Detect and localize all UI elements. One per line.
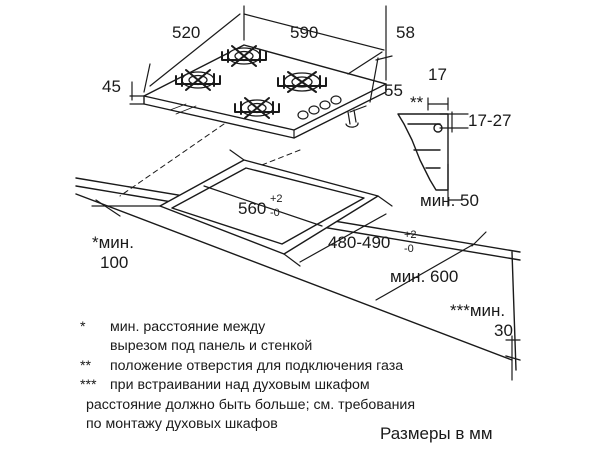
dim-480-line <box>283 195 393 267</box>
units-label: Размеры в мм <box>380 424 493 443</box>
dim-560-label: 560 <box>238 199 266 218</box>
dim-min30-label: ***мин. <box>450 301 505 320</box>
dim-min30-line <box>505 335 521 381</box>
dim-17-label: 17 <box>428 65 447 84</box>
footnote-2: ** положение отверстия для подключения г… <box>80 357 526 376</box>
control-knobs <box>297 95 342 120</box>
footnote-2-line-1: положение отверстия для подключения газа <box>110 357 404 374</box>
dim-55-line <box>349 55 393 113</box>
mounting-bracket <box>397 113 449 191</box>
burner-front <box>234 97 280 119</box>
dim-min50-line <box>447 163 463 207</box>
dim-480-490-label: 480-490 <box>328 233 390 252</box>
footnote-1-mark: * <box>80 319 86 335</box>
dim-520-line <box>143 5 245 93</box>
footnote-3-line-1: при встраивании над духовым шкафом <box>110 377 370 394</box>
dim-590-label: 590 <box>290 23 318 42</box>
dim-560-tol-plus: +2 <box>270 193 283 205</box>
dim-58-line <box>347 51 383 75</box>
dim-min600-label: мин. 600 <box>390 267 458 286</box>
dim-55-label: 55 <box>384 81 403 100</box>
dim-560-tol-minus: -0 <box>270 207 280 219</box>
dim-min600-line <box>375 231 487 301</box>
footnote-1: * мин. расстояние между <box>80 318 526 337</box>
burner-right <box>277 71 327 93</box>
dim-590-line <box>243 5 387 81</box>
gas-connection-mark: ** <box>410 93 424 112</box>
footnotes: * мин. расстояние между вырезом под пане… <box>80 318 526 434</box>
footnote-3-line-3: по монтажу духовых шкафов <box>86 416 278 433</box>
dim-min100-line <box>91 199 161 217</box>
dim-480-tol-plus: +2 <box>404 229 417 241</box>
burner-left <box>175 69 221 91</box>
dim-min100-value: 100 <box>100 253 128 272</box>
footnote-3-mark: *** <box>80 377 97 394</box>
dim-480-tol-minus: -0 <box>404 243 414 255</box>
dim-17-27-line <box>439 111 469 133</box>
burner-rear <box>221 45 267 67</box>
dim-min50-label: мин. 50 <box>420 191 479 210</box>
footnote-1-line-1: мин. расстояние между <box>110 319 266 335</box>
footnote-3: *** при встраивании над духовым шкафом <box>80 376 526 395</box>
dim-min100-label: *мин. <box>92 233 134 252</box>
dim-17-27-label: 17-27 <box>468 111 511 130</box>
footnote-3-line-2: расстояние должно быть больше; см. требо… <box>86 396 416 413</box>
dim-45-label: 45 <box>102 77 121 96</box>
dim-560-line <box>203 149 323 227</box>
dim-520-label: 520 <box>172 23 200 42</box>
dim-min30-value: 30 <box>494 321 513 340</box>
dim-45-line <box>129 81 145 105</box>
dim-58-label: 58 <box>396 23 415 42</box>
footnote-1-line-2: вырезом под панель и стенкой <box>110 338 313 355</box>
dim-17-line <box>427 97 449 111</box>
footnote-2-mark: ** <box>80 357 92 374</box>
